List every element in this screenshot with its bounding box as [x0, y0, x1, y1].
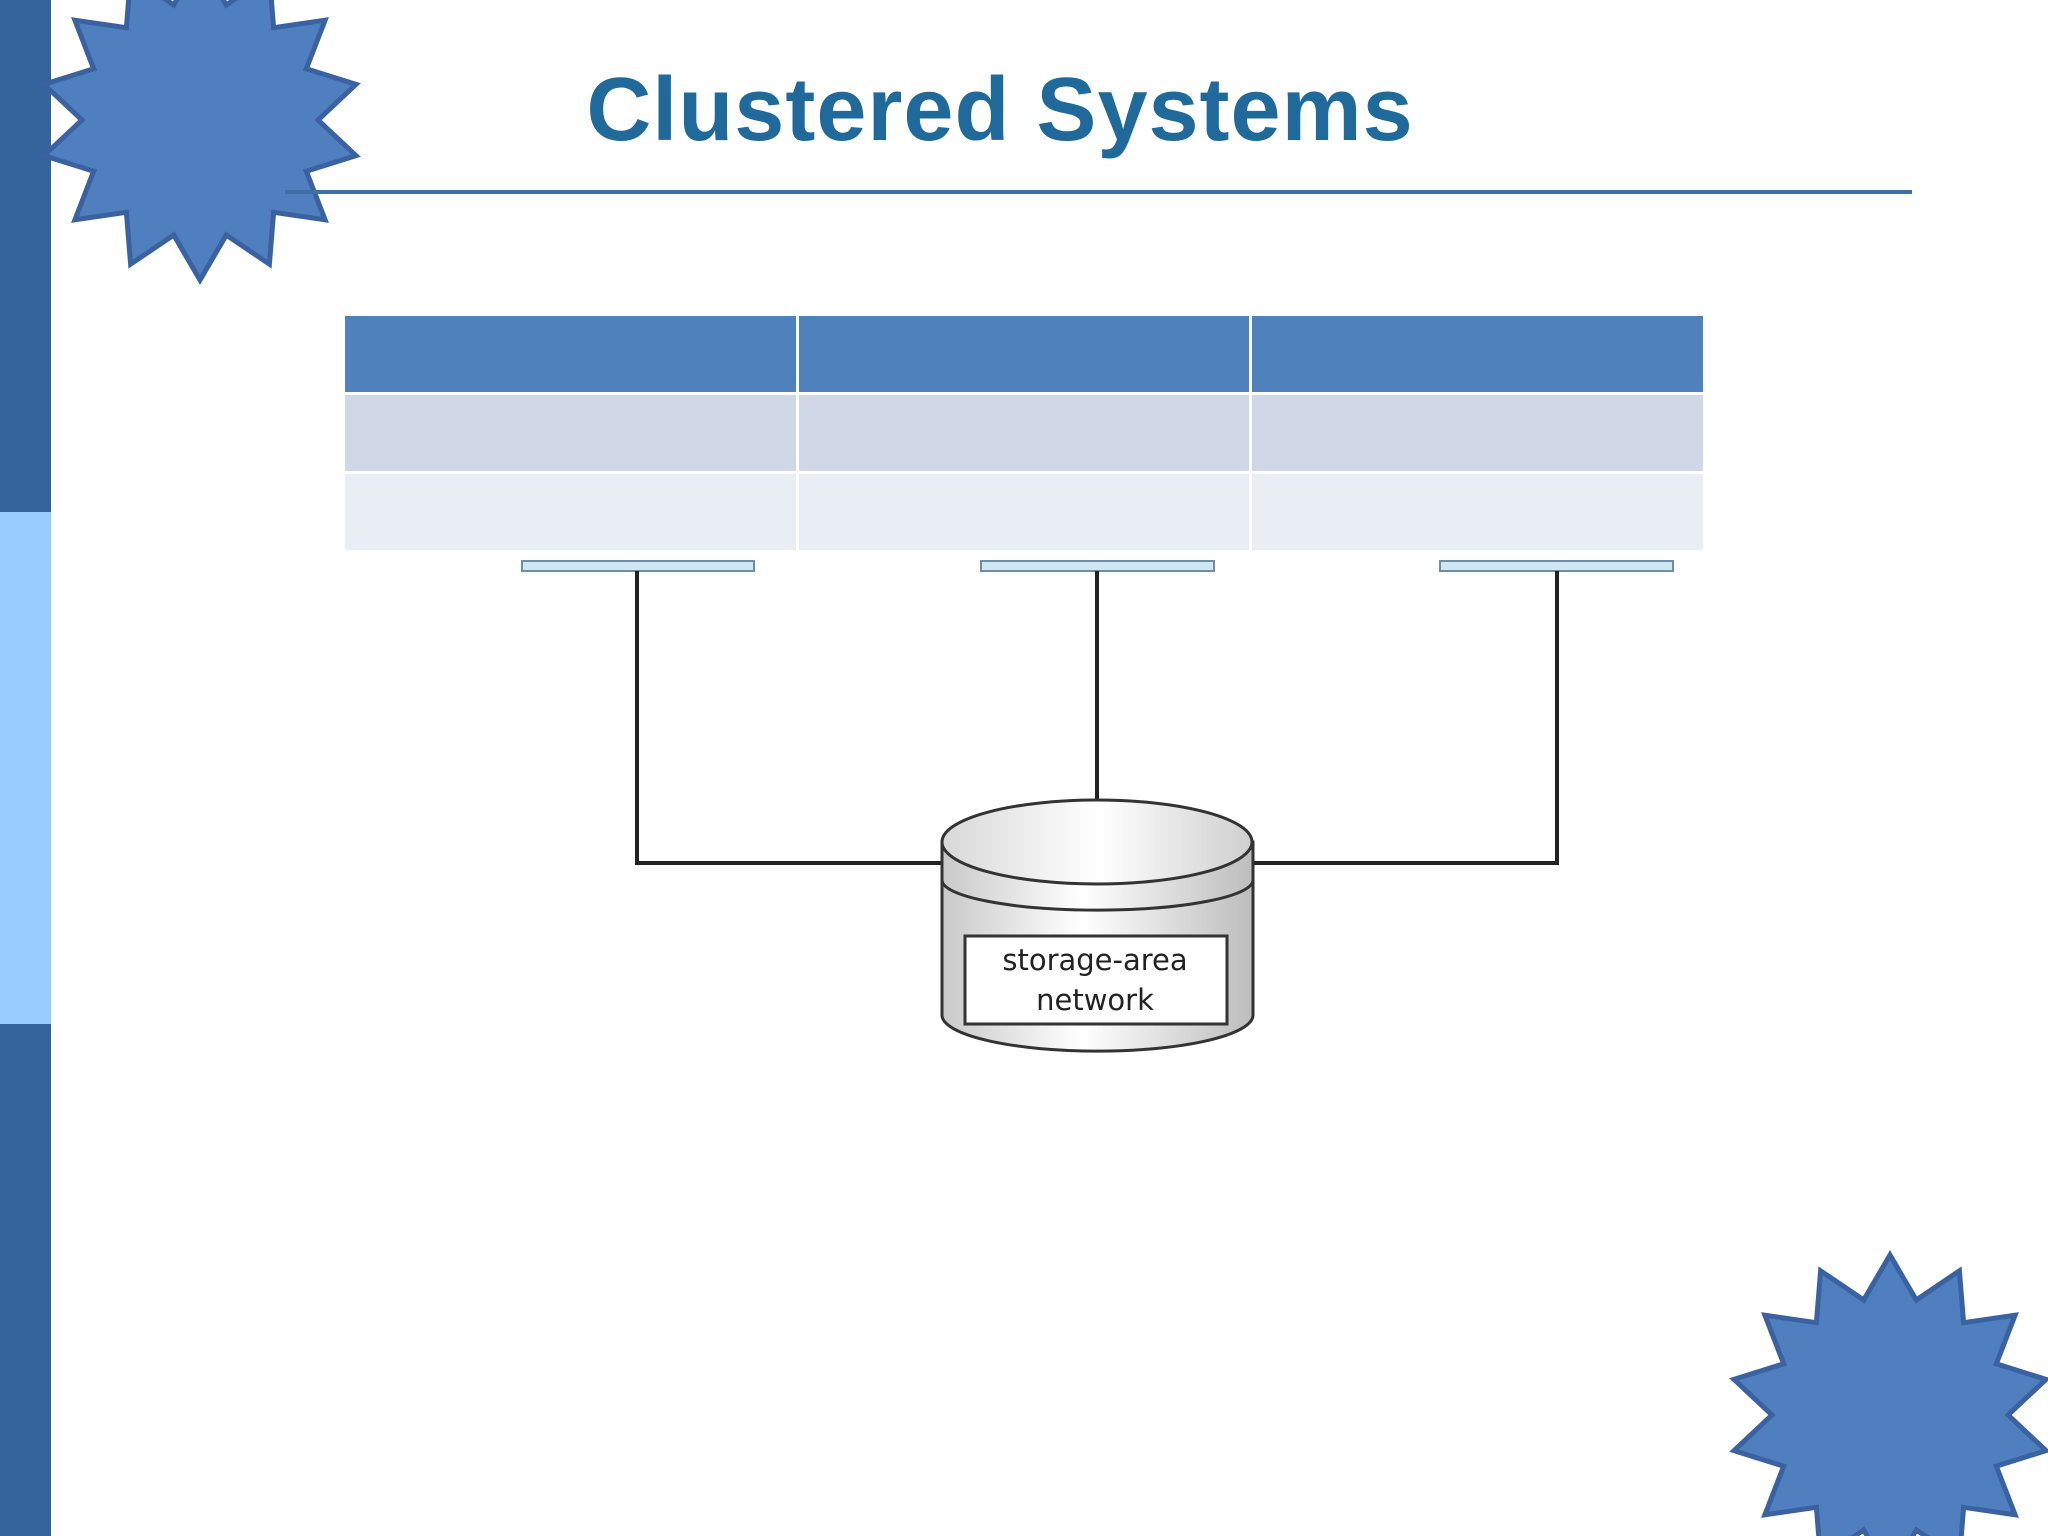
connection-line-right: [1253, 571, 1559, 865]
table-row: [345, 474, 1703, 550]
table-cell: [798, 395, 1250, 471]
connection-line-left: [635, 571, 942, 865]
table-cell: [798, 474, 1250, 550]
slide-title: Clustered Systems: [586, 60, 1414, 160]
table-cell: [345, 316, 796, 392]
computer-strip-left: [521, 560, 755, 572]
table-cell: [345, 474, 796, 550]
cluster-table: [342, 313, 1706, 553]
starburst-icon: [39, 0, 361, 285]
table-cell: [1252, 395, 1703, 471]
storage-label-box: [963, 934, 1229, 1026]
table-cell: [345, 395, 796, 471]
table-cell: [798, 316, 1250, 392]
left-accent-bar-middle: [0, 512, 51, 1024]
starburst-icon: [1729, 1250, 2048, 1536]
table-row: [345, 395, 1703, 471]
table-cell: [1252, 474, 1703, 550]
storage-label-line2: network: [1036, 983, 1154, 1017]
computer-strip-right: [1439, 560, 1674, 572]
table-cell: [1252, 316, 1703, 392]
table-row: [345, 316, 1703, 392]
storage-label-line1: storage-area: [1002, 943, 1188, 977]
left-accent-bar-bottom: [0, 1024, 51, 1536]
title-underline: [285, 190, 1912, 194]
storage-area-network-label: storage-area network: [965, 940, 1225, 1020]
computer-strip-center: [980, 560, 1215, 572]
disk-cylinder-icon: [940, 798, 1255, 1053]
